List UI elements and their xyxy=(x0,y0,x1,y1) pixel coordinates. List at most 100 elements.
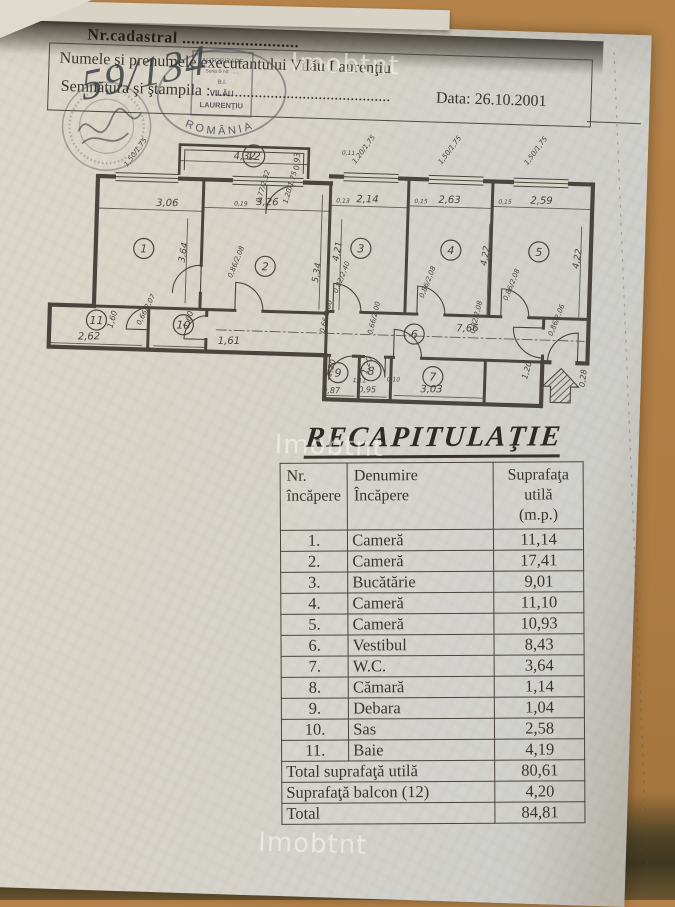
room-number-circle xyxy=(403,323,425,345)
recap-cell: Cameră xyxy=(347,550,494,572)
recap-cell: 2. xyxy=(280,550,348,573)
room-number-label: 6 xyxy=(410,328,417,341)
plan-dimension-label: 3,26 xyxy=(256,197,278,208)
auth-stamp-line1: AUTORIZARE xyxy=(202,57,245,65)
recap-cell: Cameră xyxy=(348,613,495,635)
plan-dimension-label: 4,22 xyxy=(571,248,584,270)
recap-section: RECAPITULAŢIE Nr. încăpere Denumire Încă… xyxy=(279,420,599,825)
room-number-circle xyxy=(242,144,266,168)
room-number-circle xyxy=(350,237,372,259)
room-number-circle xyxy=(172,314,194,336)
auth-stamp-name1: VILĂU xyxy=(210,88,234,98)
document-paper: Nr.cadastral .......................... … xyxy=(0,14,652,907)
auth-stamp-name2: LAURENŢIU xyxy=(199,100,243,110)
room-number-label: 9 xyxy=(334,367,341,380)
room-number-circle xyxy=(254,255,276,277)
plan-dimension-label: 2,14 xyxy=(356,194,378,205)
recap-cell: Bucătărie xyxy=(347,571,495,593)
plan-dimension-label: 0,11 xyxy=(342,150,356,157)
wall-balcony xyxy=(177,143,311,179)
recap-cell: 8. xyxy=(281,676,349,699)
room-number-label: 2 xyxy=(262,260,269,273)
recap-total-label: Total suprafaţă utilă xyxy=(281,760,496,783)
recap-cell: 10,93 xyxy=(494,612,584,635)
round-stamp xyxy=(61,81,152,172)
plan-dimension-label: 0,82/2,40 xyxy=(332,260,352,295)
plan-dimension-label: 2,59 xyxy=(530,196,552,207)
plan-dimension-label: 0,15 xyxy=(498,199,512,206)
plan-dimension-label: 3,03 xyxy=(420,384,442,395)
room-number-label: 3 xyxy=(357,242,364,255)
recap-col-nr: Nr. încăpere xyxy=(280,462,348,531)
plan-dimension-label: 1,61 xyxy=(218,336,240,347)
recap-total-label: Suprafaţă balcon (12) xyxy=(281,781,496,804)
recap-cell: 6. xyxy=(280,634,349,657)
room-number-circle xyxy=(85,309,108,331)
recap-total-value: 80,61 xyxy=(494,759,585,782)
recap-cell: 11,14 xyxy=(493,528,584,551)
recap-cell: 11. xyxy=(281,739,349,762)
signature-scribble xyxy=(77,107,142,145)
recap-cell: 7. xyxy=(281,655,349,678)
plan-dimension-label: 0,86/2,08 xyxy=(226,244,246,279)
recap-cell: 4. xyxy=(280,592,349,615)
wall-partition xyxy=(92,177,591,406)
recap-cell: 4,19 xyxy=(494,738,585,761)
wall-balcony-inner xyxy=(183,149,305,174)
recap-total-row: Suprafaţă balcon (12)4,20 xyxy=(281,780,585,804)
plan-dimension-label: 1,11 xyxy=(353,377,367,384)
plan-dimension-label: 0,86/2,08 xyxy=(502,267,522,302)
room-number-circle xyxy=(133,237,155,260)
plan-dimension-label: 1,20 xyxy=(520,361,534,381)
recap-col-name: Denumire Încăpere xyxy=(347,462,494,530)
recap-cell: 5. xyxy=(280,613,349,636)
recap-cell: 1,14 xyxy=(494,675,585,698)
window xyxy=(115,171,569,189)
recap-title: RECAPITULAŢIE xyxy=(303,420,564,459)
recap-cell: 3,64 xyxy=(494,654,585,677)
room-number-label: 11 xyxy=(89,314,103,327)
plan-dimension-label: 3,64 xyxy=(177,242,190,264)
recap-cell: 1. xyxy=(280,529,348,552)
auth-stamp-line2: Seria B Nr. ...... xyxy=(205,68,239,75)
plan-dimension-label: 0,87 xyxy=(322,386,341,395)
recap-cell: 10. xyxy=(281,718,349,741)
plan-dimension-label: 1,60 xyxy=(106,309,120,329)
date-underline xyxy=(586,121,641,125)
recap-cell: 9. xyxy=(281,697,349,720)
recap-cell: Cămară xyxy=(348,676,495,698)
watermark: Imobtnt xyxy=(257,827,368,861)
room-number-label: 7 xyxy=(429,371,436,384)
plan-dimension-label: 7,66 xyxy=(456,323,478,334)
plan-dimension-label: 4,21 xyxy=(332,241,345,262)
room-number-label: 8 xyxy=(367,365,374,378)
stamps-area: AUTORIZARE Seria B Nr. ...... B.I. VILĂU… xyxy=(61,48,287,172)
recap-table: Nr. încăpere Denumire Încăpere Suprafaţa… xyxy=(279,461,586,825)
room-number-label: 5 xyxy=(535,246,542,259)
plan-dimension-label: 4,32 xyxy=(234,151,256,162)
plan-dimension-label: 0,13 xyxy=(336,198,350,205)
room-number-label: 10 xyxy=(176,319,190,332)
plan-dimension-label: 5,34 xyxy=(311,262,324,284)
plan-dimension-label: 1,50/1,75 xyxy=(437,134,464,166)
room-number-circle xyxy=(360,360,382,382)
recap-cell: 11,10 xyxy=(494,591,584,614)
plan-dimension-label: 0,86/2,08 xyxy=(418,264,438,299)
room-number-label: 4 xyxy=(447,244,454,257)
dimension-line-vestibule xyxy=(215,329,585,342)
recap-col-area: Suprafaţa utilă (m.p.) xyxy=(493,461,584,530)
recap-cell: 2,58 xyxy=(494,717,585,740)
recap-cell: 9,01 xyxy=(493,570,584,593)
plan-dimension-label: 0,66/2,00 xyxy=(318,299,334,334)
